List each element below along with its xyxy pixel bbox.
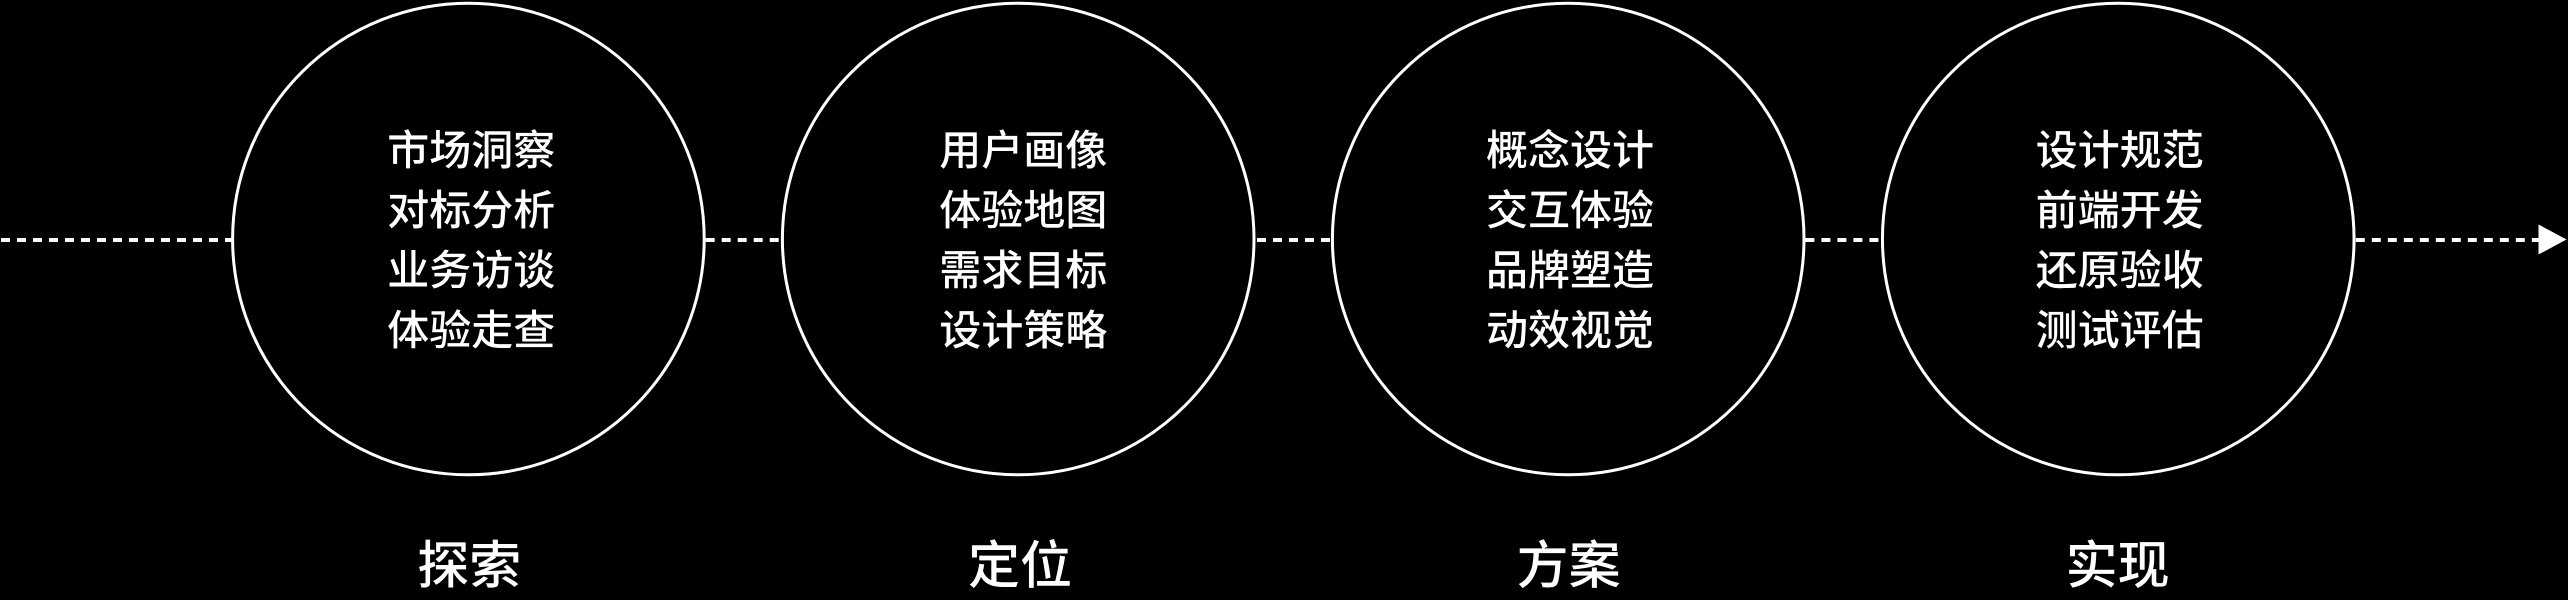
stage-item-text (389, 129, 555, 169)
stage-item-text (2037, 189, 2203, 229)
stage-circle (1880, 1, 2356, 477)
arrow-right-icon (2538, 224, 2567, 255)
stage-label (2069, 539, 2168, 589)
stage-items (940, 129, 1107, 349)
stage-item-text (940, 129, 1107, 169)
stage-item-text (388, 309, 554, 349)
stage-3 (1330, 1, 1806, 589)
stage-1 (231, 1, 706, 588)
stage-item-text (388, 189, 554, 229)
stage-item-text (1487, 128, 1653, 169)
stage-2 (780, 1, 1256, 589)
stage-items (388, 129, 555, 349)
stage-item-text (2037, 129, 2203, 169)
stage-label (1518, 539, 1620, 589)
stage-item-text (2037, 309, 2203, 349)
stage-item-text (941, 249, 1106, 289)
stage-item-text (389, 249, 555, 289)
stage-circle (780, 1, 1256, 477)
stage-items (2036, 129, 2203, 349)
stage-item-text (940, 189, 1105, 229)
stage-item-text (940, 309, 1107, 349)
stage-items (1487, 128, 1654, 349)
stage-label (969, 538, 1070, 589)
stage-item-text (2036, 249, 2203, 289)
stage-label (419, 539, 519, 588)
stage-circle (231, 1, 706, 477)
stage-item-text (1489, 249, 1653, 289)
stage-4 (1880, 1, 2356, 589)
stage-circle (1330, 1, 1806, 477)
stage-item-text (1488, 309, 1652, 349)
stage-item-text (1487, 189, 1654, 229)
